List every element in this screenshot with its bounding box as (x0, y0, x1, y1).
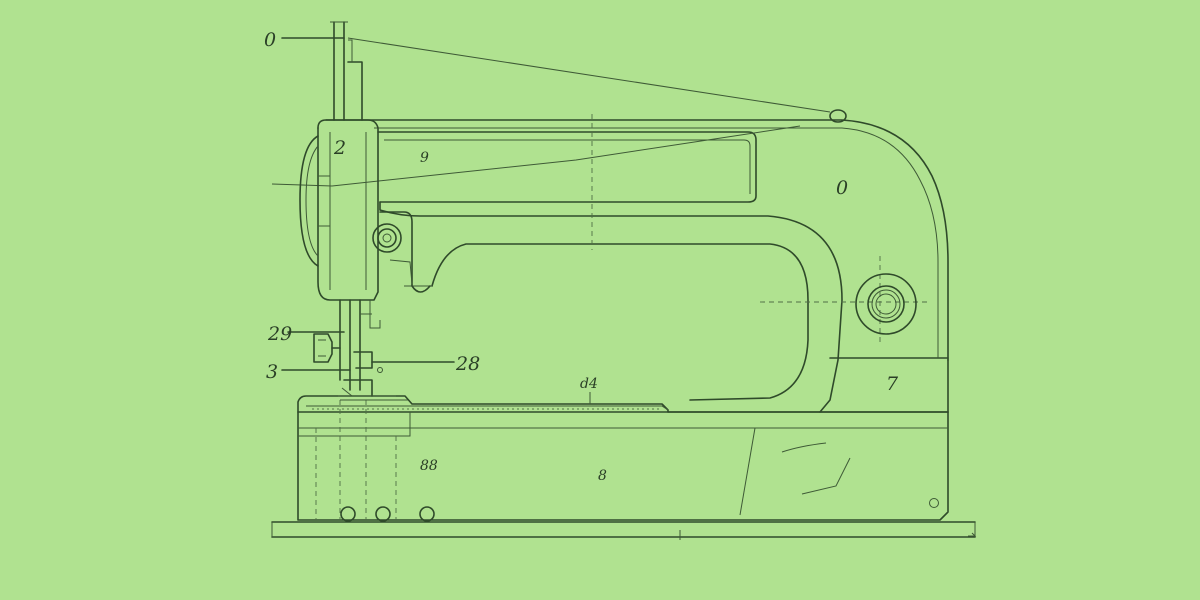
callout-label-d4: d4 (580, 376, 598, 392)
callout-label-8: 8 (598, 468, 607, 484)
callout-label-28: 28 (455, 353, 480, 375)
callout-label-7: 7 (886, 373, 899, 395)
side-dial (855, 273, 917, 335)
callout-label-2: 2 (333, 137, 346, 159)
machine-head (281, 21, 847, 301)
callout-label-29: 29 (267, 323, 292, 345)
callout-label-0-top: 0 (264, 29, 276, 51)
needle-plate (306, 392, 669, 411)
callout-label-0-arm: 0 (836, 177, 848, 199)
machine-bed (297, 395, 949, 522)
base-plate (271, 521, 977, 540)
machine-arm (271, 114, 949, 413)
callout-label-88: 88 (420, 458, 438, 474)
callout-label-3: 3 (266, 361, 278, 383)
callout-labels: 0 2 9 0 29 3 28 d4 7 88 8 (264, 29, 899, 484)
needle-assembly (281, 299, 455, 397)
callout-label-9: 9 (420, 150, 429, 166)
